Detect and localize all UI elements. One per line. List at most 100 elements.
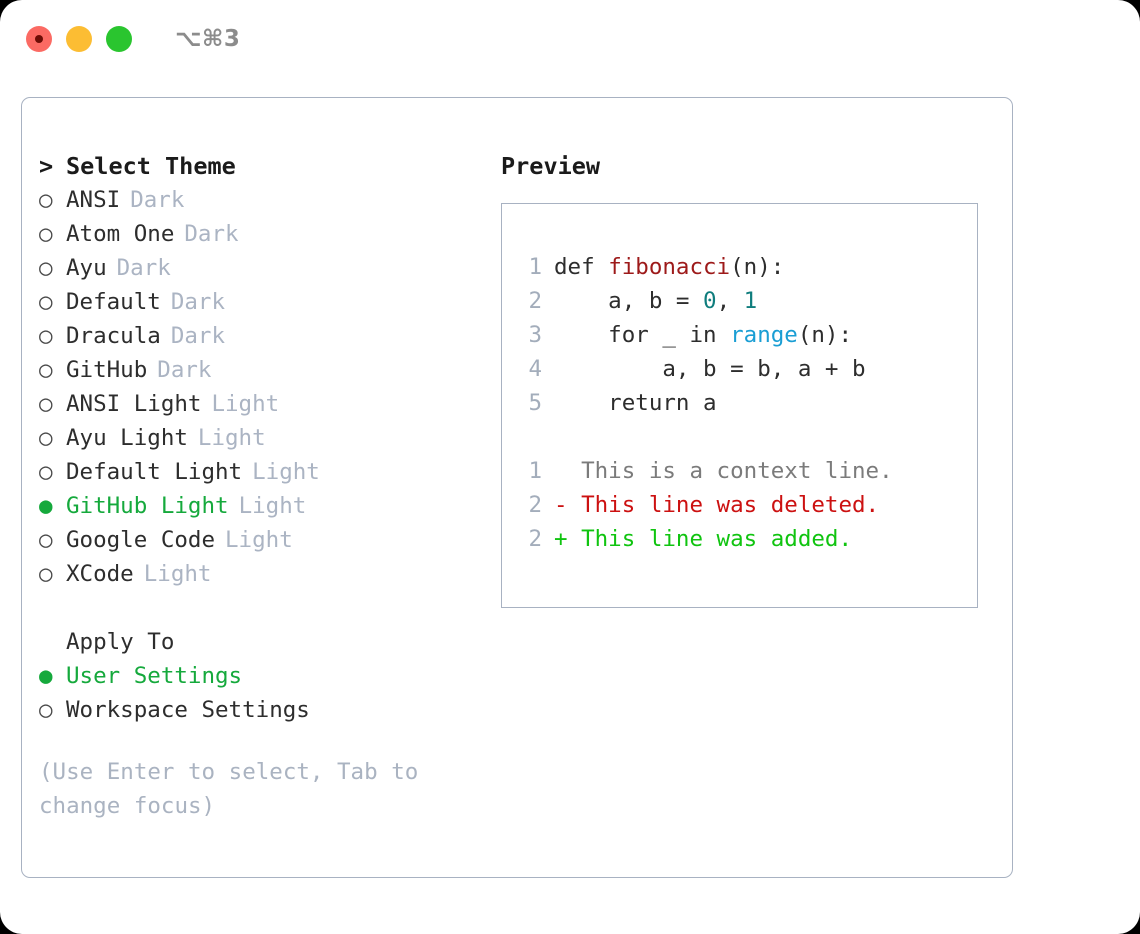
radio-empty-icon[interactable]: ○ bbox=[39, 187, 53, 213]
close-dot-icon[interactable] bbox=[26, 26, 52, 52]
theme-list-item[interactable]: ○ Ayu Light Light bbox=[39, 421, 499, 455]
code-token: a, b = b, a + b bbox=[554, 356, 866, 382]
apply-to-list: ● User Settings ○ Workspace Settings bbox=[39, 659, 499, 727]
radio-empty-icon[interactable]: ○ bbox=[39, 357, 53, 383]
diff-text: This line was added. bbox=[567, 526, 853, 552]
code-token: 1 bbox=[743, 288, 758, 314]
diff-text: This line was deleted. bbox=[567, 492, 880, 518]
theme-name: Ayu bbox=[66, 255, 107, 281]
theme-list-item[interactable]: ○ Default Light Light bbox=[39, 455, 499, 489]
radio-empty-icon[interactable]: ○ bbox=[39, 697, 53, 723]
theme-name: GitHub bbox=[66, 357, 148, 383]
radio-empty-icon[interactable]: ○ bbox=[39, 323, 53, 349]
theme-kind-badge: Dark bbox=[157, 357, 212, 383]
theme-kind-badge: Light bbox=[211, 391, 280, 417]
line-number: 2 bbox=[528, 492, 542, 518]
line-number: 1 bbox=[528, 458, 542, 484]
radio-selected-icon[interactable]: ● bbox=[39, 493, 53, 519]
theme-list-item[interactable]: ○ GitHub Dark bbox=[39, 353, 499, 387]
theme-list-item[interactable]: ○ Google Code Light bbox=[39, 523, 499, 557]
select-theme-label: Select Theme bbox=[66, 152, 236, 180]
code-token: def bbox=[554, 254, 609, 280]
line-number: 3 bbox=[528, 322, 542, 348]
diff-marker bbox=[554, 458, 568, 484]
diff-marker: + bbox=[554, 526, 568, 552]
keyboard-hint: (Use Enter to select, Tab to change focu… bbox=[39, 759, 419, 819]
theme-name: Default Light bbox=[66, 459, 243, 485]
code-token: fibonacci bbox=[608, 254, 731, 280]
diff-sample: 1 This is a context line. 2- This line wa… bbox=[516, 454, 977, 556]
code-token: (n): bbox=[797, 322, 853, 348]
keyboard-shortcut-label: ⌥⌘3 bbox=[175, 26, 241, 52]
radio-empty-icon[interactable]: ○ bbox=[39, 561, 53, 587]
code-line: 1 def fibonacci(n): bbox=[516, 250, 977, 284]
theme-name: Google Code bbox=[66, 527, 216, 553]
theme-name: XCode bbox=[66, 561, 134, 587]
theme-list-item[interactable]: ● GitHub Light Light bbox=[39, 489, 499, 523]
apply-to-label: User Settings bbox=[66, 663, 243, 689]
code-line: 3 for _ in range(n): bbox=[516, 318, 977, 352]
theme-kind-badge: Light bbox=[225, 527, 293, 553]
apply-to-label: Workspace Settings bbox=[66, 697, 310, 723]
theme-kind-badge: Dark bbox=[116, 255, 171, 281]
theme-name: GitHub Light bbox=[66, 493, 229, 519]
theme-kind-badge: Dark bbox=[170, 289, 226, 315]
diff-text: This is a context line. bbox=[567, 458, 893, 484]
code-token: (n): bbox=[730, 254, 785, 280]
line-number: 4 bbox=[528, 356, 542, 382]
radio-empty-icon[interactable]: ○ bbox=[39, 459, 53, 485]
title-bar: ⌥⌘3 bbox=[0, 0, 1140, 78]
code-line: 4 a, b = b, a + b bbox=[516, 352, 977, 386]
code-token: for _ in bbox=[554, 322, 731, 348]
diff-line: 2 + This line was added. bbox=[516, 522, 977, 556]
theme-kind-badge: Light bbox=[197, 425, 266, 451]
code-line: 2 a, b = 0, 1 bbox=[516, 284, 977, 318]
theme-list-item[interactable]: ○ Default Dark bbox=[39, 285, 499, 319]
radio-empty-icon[interactable]: ○ bbox=[39, 391, 53, 417]
apply-to-option[interactable]: ● User Settings bbox=[39, 659, 499, 693]
line-number: 2 bbox=[528, 288, 542, 314]
theme-kind-badge: Dark bbox=[170, 323, 226, 349]
theme-kind-badge: Light bbox=[238, 493, 307, 519]
theme-name: Default bbox=[66, 289, 161, 315]
theme-name: Ayu Light bbox=[66, 425, 188, 451]
theme-kind-badge: Light bbox=[252, 459, 320, 485]
minimize-dot-icon[interactable] bbox=[66, 26, 92, 52]
theme-list-item[interactable]: ○ Ayu Dark bbox=[39, 251, 499, 285]
radio-empty-icon[interactable]: ○ bbox=[39, 289, 53, 315]
apply-to-option[interactable]: ○ Workspace Settings bbox=[39, 693, 499, 727]
radio-empty-icon[interactable]: ○ bbox=[39, 425, 53, 451]
radio-empty-icon[interactable]: ○ bbox=[39, 255, 53, 281]
maximize-dot-icon[interactable] bbox=[106, 26, 132, 52]
code-line: 5 return a bbox=[516, 386, 977, 420]
theme-name: ANSI bbox=[66, 187, 121, 213]
theme-list-item[interactable]: ○ ANSI Dark bbox=[39, 183, 499, 217]
code-token: a, b = bbox=[554, 288, 704, 314]
code-token: range bbox=[730, 322, 798, 348]
theme-kind-badge: Dark bbox=[184, 221, 239, 247]
select-theme-header: > Select Theme bbox=[39, 149, 499, 183]
line-number: 1 bbox=[528, 254, 542, 280]
line-number: 2 bbox=[528, 526, 542, 552]
theme-kind-badge: Dark bbox=[130, 187, 185, 213]
radio-empty-icon[interactable]: ○ bbox=[39, 221, 53, 247]
caret-icon: > bbox=[39, 152, 54, 180]
apply-to-title: Apply To bbox=[66, 629, 175, 655]
code-token: return a bbox=[554, 390, 717, 416]
code-token: 0 bbox=[703, 288, 717, 314]
window-controls bbox=[26, 26, 132, 52]
diff-line: 2- This line was deleted. bbox=[516, 488, 977, 522]
radio-empty-icon[interactable]: ○ bbox=[39, 527, 53, 553]
radio-selected-icon[interactable]: ● bbox=[39, 663, 53, 689]
diff-marker: - bbox=[554, 492, 568, 518]
